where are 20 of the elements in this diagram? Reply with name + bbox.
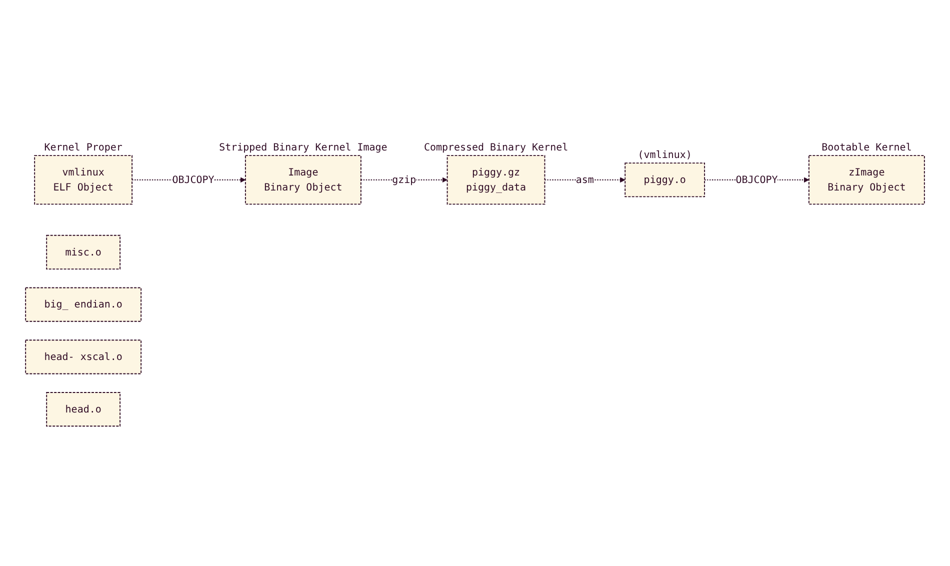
node-box xyxy=(244,155,362,205)
edge-label: OBJCOPY xyxy=(172,174,214,186)
node-box xyxy=(446,155,546,205)
diagram: Kernel Proper Stripped Binary Kernel Image Compressed Binary Kernel (vmlinux) Bootable Kernel OBJCOPY gzip asm OBJCOPY vmlinux ELF Object Image Binary Object piggy.gz piggy_data piggy.o misc.o big_ endian.o head- xscal.o head.o zImage Binary Object xyxy=(5,134,945,432)
node-label: Bootable Kernel xyxy=(822,141,912,154)
node-box xyxy=(46,234,120,270)
node-box xyxy=(34,155,133,205)
node-box xyxy=(25,287,142,322)
node-label: (vmlinux) xyxy=(638,148,692,160)
node-label: Compressed Binary Kernel xyxy=(424,141,568,154)
edge-label: asm xyxy=(576,174,594,186)
edge-label: gzip xyxy=(392,174,416,186)
node-box xyxy=(25,340,142,374)
node-label: Stripped Binary Kernel Image xyxy=(219,141,388,154)
node-box xyxy=(808,155,925,205)
node-box xyxy=(624,162,706,198)
node-box xyxy=(46,392,120,427)
edge-label: OBJCOPY xyxy=(736,174,778,186)
node-label: Kernel Proper xyxy=(44,141,122,154)
arrow xyxy=(544,177,626,183)
